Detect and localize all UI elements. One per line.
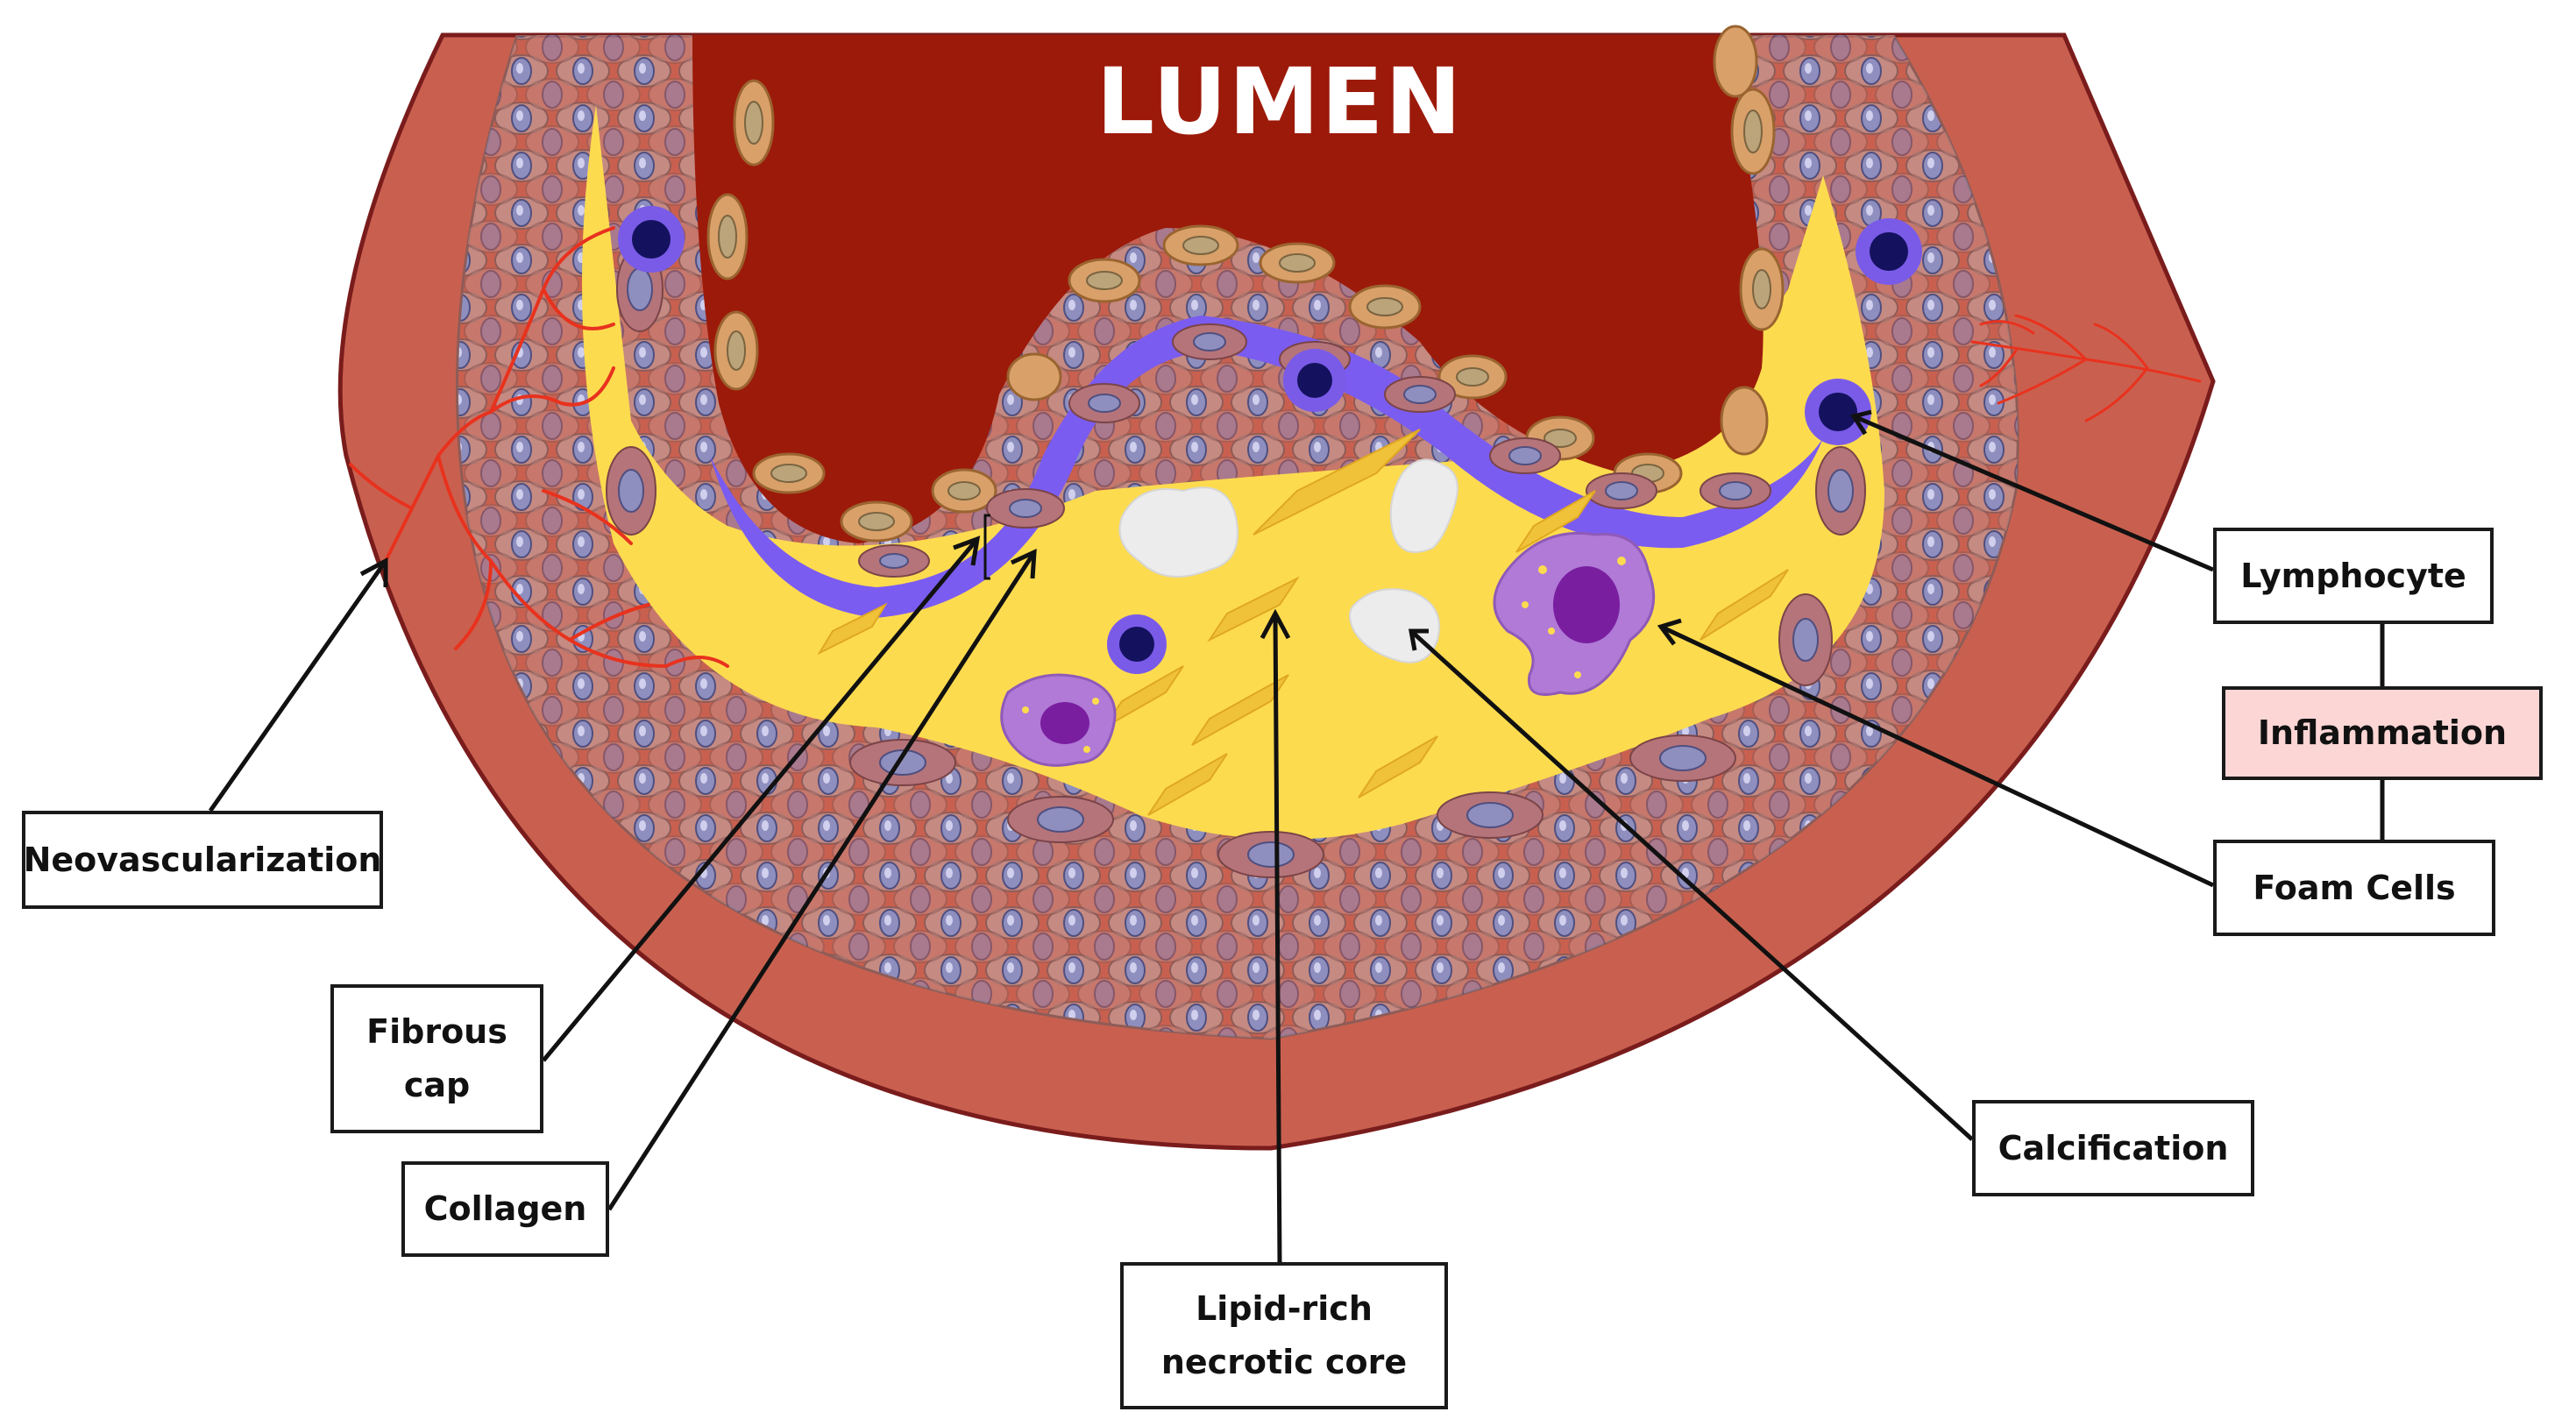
label-neovascularization: Neovascularization — [22, 811, 383, 909]
lymphocytes — [618, 206, 1922, 674]
label-lipid-rich-necrotic-core: Lipid-rich necrotic core — [1120, 1262, 1448, 1409]
label-calcification: Calcification — [1972, 1100, 2254, 1196]
collagen-band — [710, 316, 1823, 618]
calcification-text: Calcification — [1998, 1128, 2229, 1167]
neovascular-vessels-right — [1970, 314, 2202, 422]
lipid-core-text-line1: Lipid-rich — [1196, 1289, 1373, 1329]
endothelial-nuclei — [718, 101, 1771, 531]
fibrous-cap-bracket — [983, 514, 990, 580]
label-fibrous-cap: Fibrous cap — [330, 984, 543, 1133]
label-collagen: Collagen — [401, 1161, 609, 1257]
cholesterol-crystals — [817, 429, 1789, 816]
lumen — [692, 35, 1763, 543]
lumen-title: LUMEN — [1096, 48, 1464, 155]
foam-cell-large — [1493, 531, 1656, 696]
calcification-deposits — [1118, 458, 1458, 663]
fibrous-cap-text-line1: Fibrous — [366, 1012, 507, 1052]
neovascular-vessels-left — [349, 226, 729, 668]
neovascularization-text: Neovascularization — [23, 840, 382, 879]
fibrous-cap-cells — [858, 323, 1771, 578]
fibrous-cap-text-line2: cap — [403, 1066, 471, 1104]
foam-cells-text: Foam Cells — [2253, 868, 2456, 907]
lipid-core-text-line2: necrotic core — [1160, 1343, 1408, 1381]
foam-cell-small — [1000, 673, 1117, 767]
plaque-base-cells — [606, 246, 1866, 878]
lymphocyte-text: Lymphocyte — [2240, 556, 2466, 595]
collagen-text: Collagen — [423, 1189, 587, 1229]
label-foam-cells: Foam Cells — [2213, 840, 2495, 936]
leader-lines — [208, 414, 2215, 1263]
inflammation-text: Inflammation — [2257, 713, 2508, 753]
label-lymphocyte: Lymphocyte — [2213, 528, 2494, 624]
leader-arrowheads — [359, 409, 1872, 651]
label-inflammation: Inflammation — [2222, 686, 2543, 780]
